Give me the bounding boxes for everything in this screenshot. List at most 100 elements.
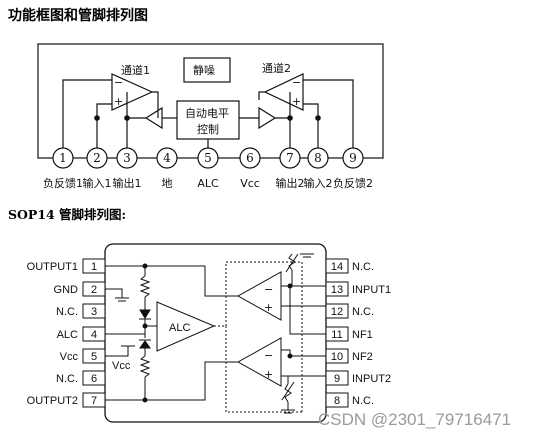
pin-number-2: 2 [93,151,101,165]
resistor-upper [139,275,151,298]
left-pin-label-4: ALC [57,329,78,341]
wire-in2 [303,103,319,158]
pin-number-3: 3 [123,151,131,165]
right-pin-label-8: N.C. [352,395,374,407]
agc-label-line2: 控制 [197,122,219,136]
right-pin-label-9: INPUT2 [352,373,391,385]
opamp1 [236,271,282,321]
pin-circle-5 [197,147,219,169]
amp1-minus: − [114,76,123,89]
channel1-label: 通道1 [121,63,150,77]
block-diagram-labels: − + − + 通道1 通道2 静噪 自动电平 控制 [114,61,301,136]
wire-out1a [152,91,159,118]
pin-circle-3 [116,147,138,169]
pin-label-2: 输入1 [83,176,112,190]
right-pin-label-10: NF2 [352,351,373,363]
opamp2 [236,337,282,387]
left-pin-number-7: 7 [91,395,97,407]
pin-circle-2 [86,147,108,169]
pin-label-1: 负反馈1 [43,176,83,190]
buffer1 [144,106,163,130]
left-pin-label-1: OUTPUT1 [27,261,78,273]
opamp1-plus: + [264,301,273,314]
right-pin-box-9 [325,370,349,386]
pin-circle-4 [156,147,178,169]
wire-nf2 [303,79,354,158]
left-pin-box-3 [82,303,106,319]
right-pin-label-13: INPUT1 [352,284,391,296]
pin-label-7: 输出2 [276,176,305,190]
alc-control-line [214,261,302,327]
amp2-plus: + [292,95,301,108]
left-pin-label-2: GND [54,284,79,296]
right-pin-label-14: N.C. [352,261,374,273]
wire-vcc [105,346,129,357]
preset-arrow-1 [285,253,299,273]
preset-resistor-2 [284,383,292,403]
pin-number-1: 1 [59,151,67,165]
junction-dot [142,263,148,269]
left-pin-number-6: 6 [91,373,97,385]
left-pin-number-2: 2 [91,284,97,296]
right-pin-number-13: 13 [331,284,343,296]
junction-dot [124,115,130,121]
watermark: CSDN @2301_79716471 [318,410,511,429]
ic-body [104,243,327,423]
left-pin-box-6 [82,370,106,386]
left-pin-label-6: N.C. [56,373,78,385]
alc-control-line [225,326,302,413]
pin-circle-7 [279,147,301,169]
right-pin-number-11: 11 [331,329,342,341]
channel2-amplifier [263,73,304,111]
pin-number-5: 5 [204,151,212,165]
opamp1-minus: − [264,283,273,296]
right-pin-box-14 [325,258,349,274]
block-diagram-title: 功能框图和管脚排列图 [8,7,148,24]
sop14-pins: 1OUTPUT12GND3N.C.4ALC5Vcc6N.C.7OUTPUT214… [27,258,391,408]
wire-output2 [105,361,238,401]
right-pin-number-14: 14 [331,261,343,273]
pin-label-6: Vcc [240,177,260,190]
pin-number-8: 8 [314,151,322,165]
wire-nf1 [62,79,112,158]
right-pin-label-12: N.C. [352,306,374,318]
channel1-amplifier [111,73,154,111]
opamp2-minus: − [264,349,273,362]
wire-gnd [105,288,123,298]
right-pin-number-8: 8 [334,395,340,407]
pin-label-4: 地 [162,177,173,190]
pin-number-4: 4 [163,151,171,165]
amp2-minus: − [292,76,301,89]
wire-output1 [105,265,238,297]
sop14-internals [105,253,326,414]
mute-box [183,57,231,83]
sop14-title: SOP14 管脚排列图: [8,207,126,222]
left-pin-label-5: Vcc [60,351,79,363]
left-pin-number-3: 3 [91,306,97,318]
junction-dot [94,115,100,121]
amp1-plus: + [114,95,123,108]
resistor-lower [139,355,151,378]
agc-label-line1: 自动电平 [185,107,229,120]
junction-dot [287,115,293,121]
right-pin-number-9: 9 [334,373,340,385]
channel2-label: 通道2 [262,61,291,75]
buffer2 [258,106,277,130]
left-pin-number-4: 4 [91,329,97,341]
alc-amp-label: ALC [169,322,190,334]
pin-circle-6 [239,147,261,169]
wire-nf1 [281,285,326,335]
left-pin-label-7: OUTPUT2 [27,395,78,407]
right-pin-box-13 [325,281,349,297]
right-pin-number-12: 12 [331,306,343,318]
right-pin-number-10: 10 [331,351,343,363]
wire-nf2 [281,349,326,357]
pin-number-9: 9 [349,151,357,165]
sop14-package [104,243,327,423]
left-pin-number-1: 1 [91,261,97,273]
pin-circle-9 [342,147,364,169]
pin-circle-1 [52,147,74,169]
wire-out2a [258,91,265,100]
junction-dot [287,283,293,289]
